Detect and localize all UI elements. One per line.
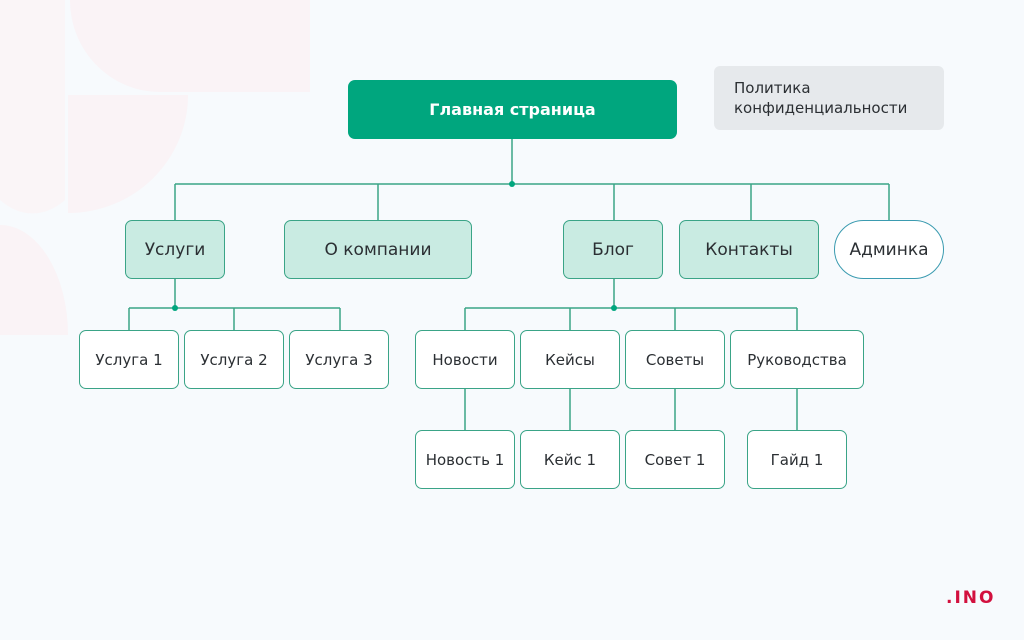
- node-guides[interactable]: Руководства: [730, 330, 864, 389]
- node-label: Услуга 2: [200, 350, 268, 369]
- node-cases[interactable]: Кейсы: [520, 330, 620, 389]
- node-label: Новости: [432, 350, 498, 369]
- node-service-2[interactable]: Услуга 2: [184, 330, 284, 389]
- node-label: Админка: [849, 239, 929, 260]
- node-guide-1[interactable]: Гайд 1: [747, 430, 847, 489]
- node-about-company[interactable]: О компании: [284, 220, 472, 279]
- node-tips[interactable]: Советы: [625, 330, 725, 389]
- junction-dot-root: [509, 181, 515, 187]
- node-label: Советы: [645, 350, 705, 369]
- brand-logo: .INO: [946, 588, 996, 608]
- node-service-3[interactable]: Услуга 3: [289, 330, 389, 389]
- node-label: Блог: [592, 239, 634, 260]
- node-label: Руководства: [747, 350, 847, 369]
- node-tip-1[interactable]: Совет 1: [625, 430, 725, 489]
- node-blog[interactable]: Блог: [563, 220, 663, 279]
- node-label: О компании: [324, 239, 432, 260]
- junction-dot-blog: [611, 305, 617, 311]
- label-line-2: конфиденциальности: [734, 99, 908, 117]
- node-home-page[interactable]: Главная страница: [348, 80, 677, 139]
- label-line-1: Политика: [734, 79, 811, 97]
- node-label: Гайд 1: [770, 450, 824, 469]
- node-admin[interactable]: Админка: [834, 220, 944, 279]
- node-news-1[interactable]: Новость 1: [415, 430, 515, 489]
- node-label: Кейс 1: [543, 450, 597, 469]
- node-services[interactable]: Услуги: [125, 220, 225, 279]
- node-label: Кейсы: [545, 350, 595, 369]
- node-label: Контакты: [705, 239, 793, 260]
- node-label: Политика конфиденциальности: [734, 78, 907, 118]
- node-news[interactable]: Новости: [415, 330, 515, 389]
- deco-shape-mid: [68, 95, 188, 213]
- node-contacts[interactable]: Контакты: [679, 220, 819, 279]
- junction-dot-services: [172, 305, 178, 311]
- deco-shape-left-top: [0, 0, 65, 214]
- node-label: Главная страница: [429, 100, 596, 119]
- node-label: Услуги: [144, 239, 206, 260]
- node-case-1[interactable]: Кейс 1: [520, 430, 620, 489]
- node-label: Совет 1: [644, 450, 706, 469]
- node-label: Услуга 1: [95, 350, 163, 369]
- node-privacy-policy[interactable]: Политика конфиденциальности: [714, 66, 944, 130]
- deco-shape-top: [70, 0, 310, 92]
- deco-shape-left-bottom: [0, 225, 68, 335]
- node-service-1[interactable]: Услуга 1: [79, 330, 179, 389]
- node-label: Услуга 3: [305, 350, 373, 369]
- node-label: Новость 1: [425, 450, 505, 469]
